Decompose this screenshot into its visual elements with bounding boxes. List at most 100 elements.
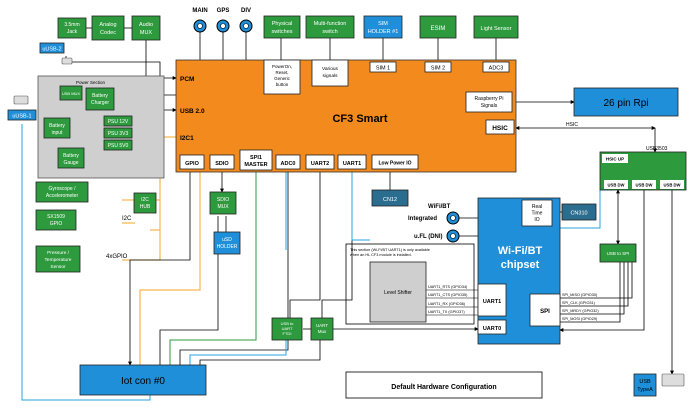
uart-mux-box [310, 317, 334, 341]
pcm-port [178, 72, 202, 84]
battery-input-label-2: input [52, 130, 63, 136]
various-signals-box [311, 59, 349, 87]
adc0-port-label: ADC0 [281, 161, 296, 167]
pressure-label-1: Pressure / [47, 250, 70, 256]
uusb1-box [7, 109, 37, 121]
sx1509-label-2: GPIO [50, 221, 63, 227]
sdio-port [209, 154, 235, 170]
iot-con-box [79, 364, 207, 396]
psu-3v3-box [103, 127, 133, 139]
wifi-uart1-box [477, 283, 507, 317]
integrated-antenna-icon [446, 211, 460, 225]
rpi-26pin-label: 26 pin Rpi [603, 98, 648, 109]
uart2-port [305, 154, 335, 170]
hsic-up-label: HSIC UP [606, 157, 624, 162]
jack-box [57, 17, 87, 39]
uusb2-box [39, 42, 65, 54]
psu-3v3-label: PSU 3V3 [108, 131, 129, 137]
psu-5v0-label: PSU 5V0 [108, 143, 129, 149]
usb-dw-label-1: USB DW [608, 183, 625, 188]
usb-mux-box [59, 85, 83, 101]
usb-to-spi-label: USB to SPI [607, 251, 630, 256]
spi-signal-miso: SPI_MISO (GPIO30) [562, 293, 598, 297]
uart2-port-label: UART2 [311, 161, 329, 167]
gpio-iot-line [128, 172, 191, 366]
uart-signal-rx: UART1_RX (GPIO36) [428, 302, 466, 306]
sdio-mux-box [209, 191, 237, 215]
spi1-master-port [239, 149, 273, 171]
spi1-label-2: MASTER [244, 162, 267, 168]
jack-label-2: Jack [67, 29, 78, 35]
pressure-label-2: Temperature [45, 257, 72, 263]
analog-codec-label-2: Codec [100, 30, 116, 36]
spi-mosi-line [560, 262, 621, 323]
usbuart-iot-line [189, 340, 287, 365]
multifunction-switch-box [305, 15, 355, 39]
usb-dw-label-2: USB DW [636, 183, 653, 188]
adc0-iot-line [179, 172, 289, 365]
usb-dw-label-3: USB DW [664, 183, 681, 188]
usb-uart-box [271, 317, 303, 341]
i2c1-line [150, 136, 176, 231]
sim-holder-label-2: HOLDER #1 [368, 29, 399, 35]
soc-name: CF3 Smart [332, 113, 387, 125]
adc0-port [275, 154, 301, 170]
hsic-up-port [602, 154, 628, 163]
physical-switches-label-1: Physical [272, 21, 292, 27]
uusb1-label: uUSB-1 [12, 114, 31, 120]
uart-signal-tx: UART1_TX (GPIO37) [428, 310, 465, 314]
battery-gauge-label-1: Battery [63, 153, 79, 159]
hub-wifi-line [559, 190, 645, 332]
power-reset-label-1: PowerOn, [272, 64, 292, 69]
rpi-26pin-box [573, 87, 679, 117]
multifunction-switch-label-1: Multi-function [314, 21, 347, 27]
title-box [345, 371, 543, 399]
uart1-line [321, 172, 353, 318]
i2c-hub-box [133, 192, 157, 214]
hsic-bus-label: HSIC [566, 122, 578, 128]
usb-dw-port-3 [660, 180, 684, 189]
esim-label: ESIM [431, 26, 446, 32]
multifunction-switch-label-2: switch [322, 29, 337, 35]
uusb1-connector-icon [13, 95, 29, 105]
uart2-line [289, 172, 321, 318]
battery-gauge-label-2: Gauge [63, 160, 78, 166]
main-antenna-label: MAIN [192, 8, 207, 14]
spi-clk-line [560, 262, 629, 307]
rtio-label-3: IO [534, 217, 539, 223]
pressure-label-3: Sensor [50, 264, 66, 270]
usb-typea-label-1: USB [639, 379, 651, 385]
usd-holder-label-1: uSD [222, 237, 232, 243]
spi-signal-mrdy: SPI_MRDY (GPIO32) [562, 309, 599, 313]
analog-codec-label-1: Analog [99, 22, 116, 28]
gpio-port [179, 154, 205, 170]
uart-mux-label-2: Mux [318, 329, 327, 334]
analog-codec-box [91, 15, 125, 41]
gps-antenna-label: GPS [217, 8, 230, 14]
spi-mrdy-line [560, 262, 625, 315]
wifi-uart0-box [477, 319, 507, 335]
ufl-antenna-icon [446, 229, 460, 243]
physical-switches-label-2: switches [271, 29, 292, 35]
physical-switches-box [263, 15, 301, 39]
hsic-box [485, 119, 515, 135]
sim-holder-label-1: SIM [378, 21, 388, 27]
adc3-box [482, 61, 510, 73]
usb-dw-port-1 [604, 180, 628, 189]
usb-typea-label-2: TypeA [637, 387, 653, 393]
div-antenna-icon [239, 19, 253, 33]
usb3503-label: USB3503 [646, 146, 668, 152]
rpi-signals-label-1: Raspberry Pi [475, 96, 504, 102]
wifi-chip-label-1: Wi-Fi/BT [498, 245, 543, 257]
battery-input-box [43, 117, 71, 139]
gyro-label-2: Accelerometer [46, 193, 79, 199]
sx1509-label-1: SX1509 [47, 214, 65, 220]
i2c1-label: I2C1 [180, 135, 194, 142]
cn12-box [371, 189, 409, 207]
pcm-label: PCM [180, 76, 194, 83]
psu-12v-box [103, 115, 133, 127]
gpio-iot-line-2 [139, 172, 201, 365]
rpi-signals-label-2: Signals [481, 103, 498, 109]
spi-miso-line [560, 262, 633, 299]
